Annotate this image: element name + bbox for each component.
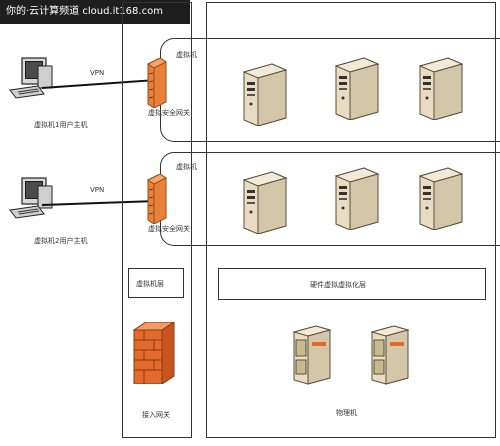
host-label-1: 虚拟机1用户主机 xyxy=(34,121,88,129)
virtualization-layer-box xyxy=(218,268,486,300)
vm-layer-label: 虚拟机层 xyxy=(136,280,164,288)
gateway-icon-2 xyxy=(146,174,168,224)
server-area xyxy=(206,2,496,438)
hardware-icon xyxy=(292,324,332,386)
gateway-icon-1 xyxy=(146,58,168,108)
vm-group-2-label: 虚拟机 xyxy=(176,163,197,171)
server-icon xyxy=(242,62,288,126)
computer-icon-1 xyxy=(8,56,56,104)
vm-layer-box xyxy=(128,268,184,298)
hardware-icon xyxy=(370,324,410,386)
server-icon xyxy=(418,56,464,120)
watermark-banner: 你的·云计算频道 cloud.it168.com xyxy=(0,0,190,24)
server-icon xyxy=(242,170,288,234)
server-icon xyxy=(334,166,380,230)
vpn-label-2: VPN xyxy=(90,186,105,194)
firewall-icon xyxy=(132,322,176,384)
access-gateway-label: 接入网关 xyxy=(142,411,170,419)
gateway-label-1: 虚拟安全网关 xyxy=(148,109,190,117)
vpn-label-1: VPN xyxy=(90,69,105,77)
server-icon xyxy=(418,166,464,230)
computer-icon-2 xyxy=(8,176,56,224)
server-icon xyxy=(334,56,380,120)
gateway-label-2: 虚拟安全网关 xyxy=(148,225,190,233)
host-label-2: 虚拟机2用户主机 xyxy=(34,237,88,245)
gateway-column xyxy=(122,2,192,438)
virtualization-layer-label: 硬件虚拟虚拟化层 xyxy=(310,281,366,289)
vm-group-1-label: 虚拟机 xyxy=(176,51,197,59)
hardware-label: 物理机 xyxy=(336,409,357,417)
